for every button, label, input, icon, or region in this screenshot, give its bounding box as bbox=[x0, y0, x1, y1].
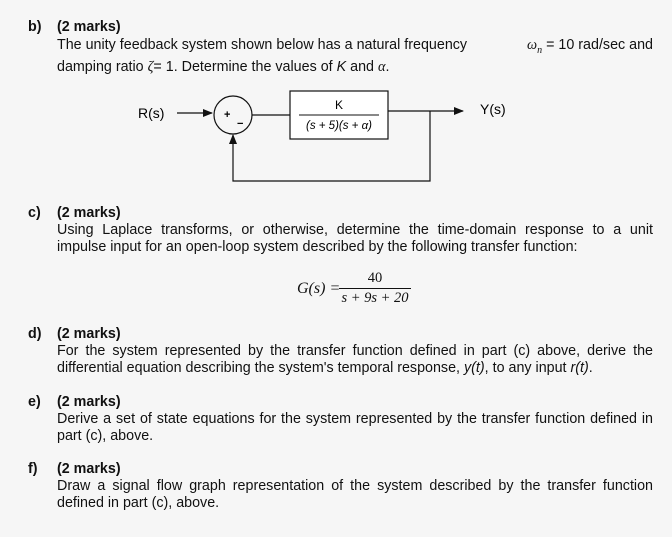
part-d-label: d) bbox=[28, 326, 42, 342]
r-of-t: r(t) bbox=[570, 360, 589, 376]
minus-sign: − bbox=[237, 118, 243, 130]
part-e-marks: (2 marks) bbox=[57, 394, 121, 410]
zeta-symbol: ζ bbox=[147, 58, 154, 75]
part-b-text-1: The unity feedback system shown below ha… bbox=[57, 37, 468, 53]
feedback-path bbox=[229, 111, 431, 182]
part-d-text-2: , to any input bbox=[484, 360, 567, 376]
part-b-line-1: The unity feedback system shown below ha… bbox=[57, 37, 653, 59]
plus-sign: + bbox=[224, 109, 230, 121]
omega-subscript: n bbox=[537, 44, 543, 56]
part-d-marks: (2 marks) bbox=[57, 326, 121, 342]
part-b-text-2: = 10 rad/sec and bbox=[546, 37, 653, 53]
block-denominator: (s + 5)(s + α) bbox=[306, 120, 372, 132]
summing-junction bbox=[213, 95, 253, 135]
part-d-text-1: For the system represented by the transf… bbox=[57, 343, 653, 376]
part-c-question: Using Laplace transforms, or otherwise, … bbox=[57, 222, 653, 255]
tf-numerator: 40 bbox=[367, 270, 383, 286]
part-c-marks: (2 marks) bbox=[57, 205, 121, 221]
part-e-label: e) bbox=[28, 394, 41, 410]
part-b-text-3: damping ratio bbox=[57, 58, 144, 75]
part-e-question: Derive a set of state equations for the … bbox=[57, 411, 653, 444]
tf-fraction-bar bbox=[339, 288, 411, 289]
part-d-text-3: . bbox=[588, 360, 593, 376]
y-of-t: y(t) bbox=[464, 360, 485, 376]
part-b-marks: (2 marks) bbox=[57, 19, 121, 35]
tf-denominator: s + 9s + 20 bbox=[341, 290, 409, 306]
part-b-question: The unity feedback system shown below ha… bbox=[57, 37, 653, 76]
block-numerator: K bbox=[335, 98, 343, 112]
k-symbol: K bbox=[336, 58, 347, 75]
tf-fraction: 40 s + 9s + 20 bbox=[339, 270, 411, 307]
part-c-label: c) bbox=[28, 205, 41, 221]
part-b-text-4: = 1. Determine the values of bbox=[153, 58, 333, 75]
part-b-label: b) bbox=[28, 19, 42, 35]
part-d-question: For the system represented by the transf… bbox=[57, 343, 653, 377]
part-f-label: f) bbox=[28, 461, 38, 477]
part-b-period: . bbox=[385, 58, 390, 75]
feedback-block-diagram: R(s) + − K (s + 5)(s + α) Y(s) bbox=[138, 90, 506, 182]
part-b-and: and bbox=[350, 58, 375, 75]
tf-lhs: G(s) = bbox=[297, 280, 341, 297]
input-label: R(s) bbox=[138, 105, 164, 121]
omega-symbol: ω bbox=[527, 37, 538, 53]
part-f-question: Draw a signal flow graph representation … bbox=[57, 478, 653, 511]
output-label: Y(s) bbox=[480, 101, 506, 117]
part-b-line-2: damping ratio ζ= 1. Determine the values… bbox=[57, 59, 653, 76]
part-f-marks: (2 marks) bbox=[57, 461, 121, 477]
alpha-symbol: α bbox=[378, 58, 386, 75]
